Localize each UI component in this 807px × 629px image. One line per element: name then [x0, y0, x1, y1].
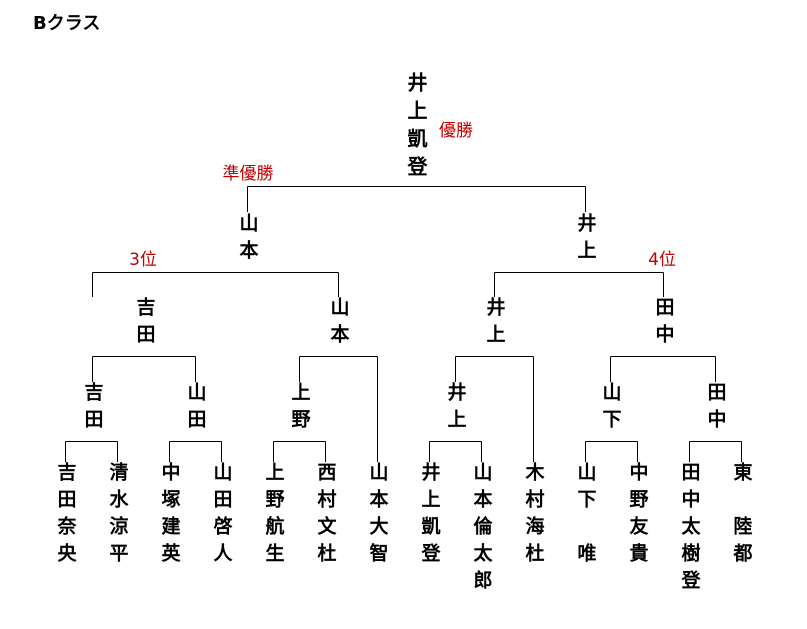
semifinalist-3: 井上: [483, 297, 506, 351]
semifinalist-4: 田中: [652, 297, 675, 351]
player-12: 中野友貴: [626, 462, 649, 570]
player-4: 山田啓人: [210, 462, 233, 570]
quarterfinalist-3: 上野: [288, 382, 311, 436]
label-third-place: 3位: [129, 250, 157, 270]
player-5: 上野航生: [262, 462, 285, 570]
player-2: 清水涼平: [106, 462, 129, 570]
quarterfinalist-1: 吉田: [81, 382, 104, 436]
player-8: 井上凱登: [418, 462, 441, 570]
player-9: 山本倫太郎: [470, 462, 493, 597]
player-6: 西村文杜: [314, 462, 337, 570]
quarterfinalist-2: 山田: [184, 382, 207, 436]
finalist-left: 山本: [236, 213, 259, 267]
player-13: 田中太樹登: [678, 462, 701, 597]
player-3: 中塚建英: [158, 462, 181, 570]
quarterfinalist-4: 井上: [444, 382, 467, 436]
semifinalist-2: 山本: [327, 297, 350, 351]
label-runner-up: 準優勝: [222, 164, 274, 184]
champion-name: 井上凱登: [404, 72, 428, 184]
finalist-right: 井上: [574, 213, 597, 267]
label-champion: 優勝: [439, 121, 473, 141]
player-14: 東 陸都: [730, 462, 753, 570]
semifinalist-1: 吉田: [133, 297, 156, 351]
player-7: 山本大智: [366, 462, 389, 570]
quarterfinalist-6: 田中: [704, 382, 727, 436]
player-10: 木村海杜: [522, 462, 545, 570]
page-title: Bクラス: [33, 13, 101, 34]
player-1: 吉田奈央: [54, 462, 77, 570]
label-fourth-place: 4位: [648, 250, 676, 270]
player-11: 山下 唯: [574, 462, 597, 570]
quarterfinalist-5: 山下: [599, 382, 622, 436]
